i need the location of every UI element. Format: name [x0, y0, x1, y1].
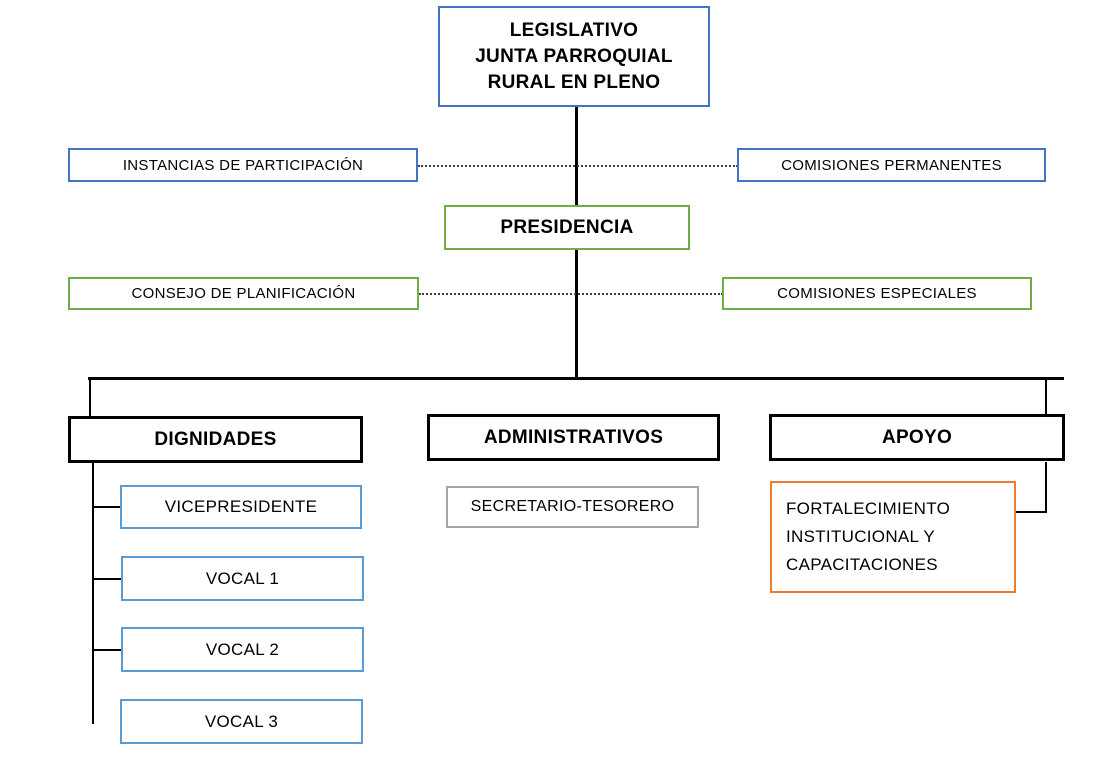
- node-label: COMISIONES PERMANENTES: [781, 156, 1002, 174]
- dotted-connector-green-row: [419, 293, 723, 295]
- connector-dignidades-spine: [92, 462, 94, 724]
- node-vocal-1[interactable]: VOCAL 1: [121, 556, 364, 601]
- node-label: APOYO: [881, 426, 953, 448]
- connector-apoyo-to-fortalecimiento: [1016, 511, 1047, 513]
- connector-trunk-to-apoyo: [1045, 377, 1047, 417]
- node-label: VOCAL 3: [204, 711, 279, 731]
- node-label: VOCAL 1: [205, 568, 280, 588]
- node-consejo-de-planificacion[interactable]: CONSEJO DE PLANIFICACIÓN: [68, 277, 419, 310]
- node-label: CONSEJO DE PLANIFICACIÓN: [131, 285, 356, 302]
- node-instancias-de-participacion[interactable]: INSTANCIAS DE PARTICIPACIÓN: [68, 148, 418, 182]
- node-legislativo-junta-parroquial[interactable]: LEGISLATIVO JUNTA PARROQUIAL RURAL EN PL…: [438, 6, 710, 107]
- node-apoyo[interactable]: APOYO: [769, 414, 1065, 461]
- node-comisiones-especiales[interactable]: COMISIONES ESPECIALES: [722, 277, 1032, 310]
- node-label: VOCAL 2: [205, 639, 280, 659]
- node-vicepresidente[interactable]: VICEPRESIDENTE: [120, 485, 362, 529]
- connector-stub-vocal-1: [92, 578, 122, 580]
- node-label: DIGNIDADES: [154, 428, 277, 450]
- connector-stub-vicepresidente: [92, 506, 121, 508]
- node-secretario-tesorero[interactable]: SECRETARIO-TESORERO: [446, 486, 699, 528]
- dotted-connector-blue-row: [418, 165, 738, 167]
- node-comisiones-permanentes[interactable]: COMISIONES PERMANENTES: [737, 148, 1046, 182]
- node-label: LEGISLATIVO JUNTA PARROQUIAL RURAL EN PL…: [475, 19, 673, 93]
- connector-main-trunk: [88, 377, 1064, 380]
- node-label: FORTALECIMIENTO INSTITUCIONAL Y CAPACITA…: [786, 499, 951, 574]
- node-dignidades[interactable]: DIGNIDADES: [68, 416, 363, 463]
- connector-root-to-presidencia: [575, 106, 578, 206]
- node-label: INSTANCIAS DE PARTICIPACIÓN: [122, 156, 364, 174]
- connector-presidencia-to-trunk: [575, 249, 578, 380]
- node-label: COMISIONES ESPECIALES: [777, 285, 977, 302]
- node-label: SECRETARIO-TESORERO: [470, 498, 675, 515]
- node-fortalecimiento-institucional[interactable]: FORTALECIMIENTO INSTITUCIONAL Y CAPACITA…: [770, 481, 1016, 593]
- node-presidencia[interactable]: PRESIDENCIA: [444, 205, 690, 250]
- node-label: PRESIDENCIA: [500, 216, 634, 238]
- connector-stub-vocal-2: [92, 649, 122, 651]
- node-label: ADMINISTRATIVOS: [483, 426, 664, 448]
- node-vocal-2[interactable]: VOCAL 2: [121, 627, 364, 672]
- connector-apoyo-drop: [1045, 462, 1047, 512]
- node-label: VICEPRESIDENTE: [164, 497, 318, 516]
- connector-trunk-to-dignidades: [89, 377, 91, 417]
- node-administrativos[interactable]: ADMINISTRATIVOS: [427, 414, 720, 461]
- node-vocal-3[interactable]: VOCAL 3: [120, 699, 363, 744]
